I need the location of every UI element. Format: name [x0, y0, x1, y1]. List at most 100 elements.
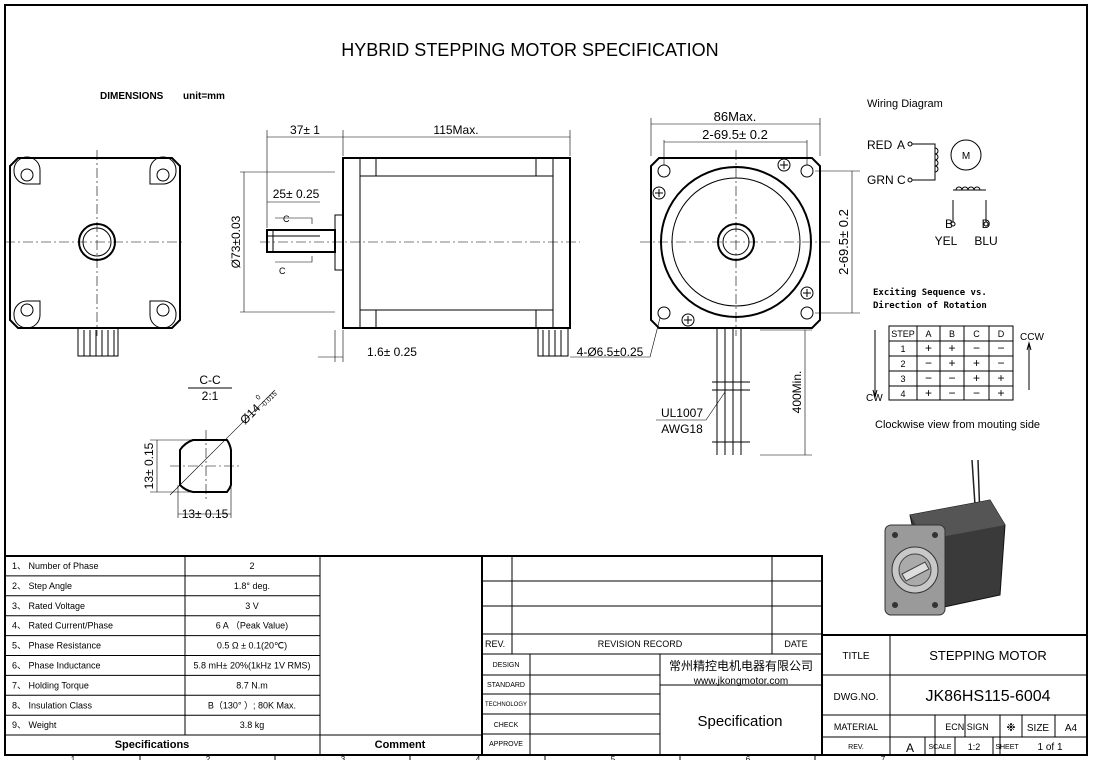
wire-red: RED — [867, 138, 893, 152]
comment-footer: Comment — [375, 739, 426, 751]
wire-type: UL1007 — [661, 406, 703, 420]
dim-key-length: 25± 0.25 — [273, 187, 320, 201]
section-view: C-C 2:1 13± 0.15 13± 0.15 Ø14 0 -0.015 — [142, 373, 279, 521]
wire-blu: BLU — [974, 234, 997, 248]
spec-value: 5.8 mH± 20%(1kHz 1V RMS) — [194, 661, 311, 671]
wire-gauge: AWG18 — [661, 422, 703, 436]
rear-view — [5, 150, 185, 357]
company-website: www.jkongmotor.com — [693, 676, 788, 687]
zone-2: 2 — [206, 755, 211, 760]
zone-7: 7 — [881, 755, 886, 760]
spec-label: 8、 Insulation Class — [12, 700, 93, 710]
sequence-header: C — [973, 329, 980, 339]
sequence-header: STEP — [891, 329, 915, 339]
wire-yel: YEL — [935, 234, 958, 248]
spec-label: 9、 Weight — [12, 720, 57, 730]
ecn-symbol-icon: ❉ — [1006, 722, 1015, 734]
zone-3: 3 — [341, 755, 346, 760]
spec-value: 6 A （Peak Value) — [216, 621, 288, 631]
dimensions-label: DIMENSIONS — [100, 91, 164, 102]
wiring-diagram: Wiring Diagram RED A GRN C M B D YEL BLU — [867, 98, 998, 248]
role-check: CHECK — [494, 722, 519, 729]
dim-body-length: 115Max. — [433, 123, 478, 137]
spec-label: 7、 Holding Torque — [12, 680, 89, 690]
zone-1: 1 — [71, 755, 76, 760]
spec-value: 3 V — [245, 601, 259, 611]
sequence-cell: + — [925, 386, 932, 400]
sequence-header: A — [925, 329, 931, 339]
sequence-cell: + — [925, 341, 932, 355]
sequence-cell: − — [973, 386, 980, 400]
sequence-cell: + — [997, 386, 1004, 400]
sequence-cell: − — [997, 356, 1004, 370]
title-value: STEPPING MOTOR — [929, 648, 1047, 663]
spec-label: 5、 Phase Resistance — [12, 641, 101, 651]
sequence-cell: − — [948, 386, 955, 400]
spec-footer: Specifications — [115, 739, 190, 751]
dim-lead-length: 400Min. — [790, 371, 804, 414]
scale-value: 1:2 — [968, 742, 981, 752]
spec-value: 1.8° deg. — [234, 581, 270, 591]
wire-grn: GRN — [867, 173, 894, 187]
zone-5: 5 — [611, 755, 616, 760]
role-technology: TECHNOLOGY — [485, 702, 527, 708]
sequence-cell: + — [948, 356, 955, 370]
dim-shaft-length: 37± 1 — [290, 123, 320, 137]
spec-label: 4、 Rated Current/Phase — [12, 621, 113, 631]
scale-label: SCALE — [929, 744, 952, 751]
dim-hole-spacing-h: 2-69.5± 0.2 — [702, 127, 768, 142]
terminal-b: B — [945, 217, 953, 231]
sequence-header: D — [998, 329, 1005, 339]
spec-value: 0.5 Ω ± 0.1(20℃) — [217, 641, 287, 651]
title-label: TITLE — [842, 651, 870, 662]
date-header: DATE — [784, 639, 807, 649]
zone-numbers: 1 2 3 4 5 6 7 — [71, 755, 886, 760]
role-standard: STANDARD — [487, 682, 525, 689]
section-scale: 2:1 — [202, 389, 219, 403]
dim-width-max: 86Max. — [714, 109, 757, 124]
side-view: 37± 1 115Max. 25± 0.25 C C Ø73±0.03 1.6±… — [229, 123, 580, 362]
terminal-d: D — [982, 217, 991, 231]
dim-pilot-diameter: Ø73±0.03 — [229, 215, 243, 268]
sequence-cell: + — [973, 356, 980, 370]
sequence-cell: + — [997, 371, 1004, 385]
dim-flange-thickness: 1.6± 0.25 — [367, 345, 417, 359]
spec-label: 2、 Step Angle — [12, 581, 72, 591]
motor-symbol — [950, 139, 982, 171]
sequence-title-2: Direction of Rotation — [873, 300, 987, 311]
terminal-a: A — [897, 138, 905, 152]
sequence-cell: 4 — [900, 389, 905, 399]
motor-illustration — [884, 459, 1006, 616]
spec-value: B（130° ）; 80K Max. — [208, 700, 296, 710]
motor-label: M — [962, 151, 970, 162]
company-name: 常州精控电机电器有限公司 — [669, 659, 813, 673]
front-view: 86Max. 2-69.5± 0.2 2-69.5± 0.2 4-Ø6.5±0.… — [570, 109, 860, 456]
wiring-title: Wiring Diagram — [867, 98, 943, 110]
sequence-table — [888, 325, 1014, 401]
dwg-label: DWG.NO. — [834, 692, 879, 703]
cw-label: CW — [866, 393, 883, 404]
document-type: Specification — [697, 713, 782, 730]
section-title: C-C — [199, 373, 221, 387]
role-approve: APPROVE — [489, 741, 523, 748]
sequence-cell: − — [925, 356, 932, 370]
rev-label: REV. — [848, 744, 864, 751]
ccw-label: CCW — [1020, 332, 1044, 343]
role-design: DESIGN — [493, 662, 520, 669]
sheet-title: HYBRID STEPPING MOTOR SPECIFICATION — [341, 40, 718, 60]
size-value: A4 — [1065, 723, 1078, 734]
sequence-cell: + — [973, 371, 980, 385]
spec-label: 6、 Phase Inductance — [12, 661, 101, 671]
shaft-tol-upper: 0 — [255, 394, 263, 402]
shaft-tol-lower: -0.015 — [260, 390, 279, 409]
sequence-cell: 1 — [900, 344, 905, 354]
sequence-cell: − — [973, 341, 980, 355]
zone-6: 6 — [746, 755, 751, 760]
section-mark-top: C — [283, 214, 290, 224]
dim-flat-horizontal: 13± 0.15 — [182, 507, 229, 521]
sequence-cell: 2 — [900, 359, 905, 369]
spec-value: 3.8 kg — [240, 720, 265, 730]
